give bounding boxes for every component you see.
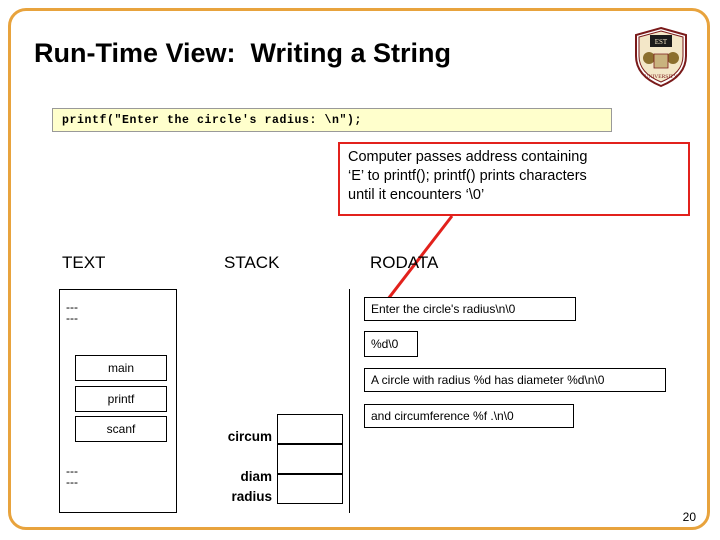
text-cell-main: main <box>75 355 167 381</box>
stack-segment-divider <box>349 289 350 513</box>
stack-label-diam: diam <box>240 469 272 484</box>
page-title: Run-Time View: Writing a String <box>34 38 452 68</box>
text-cell-printf: printf <box>75 386 167 412</box>
stack-label-circum: circum <box>227 429 272 444</box>
university-crest-icon: EST UNIVERSITY <box>630 26 692 88</box>
callout-box: Computer passes address containing ‘E’ t… <box>338 142 690 216</box>
column-heading-stack: STACK <box>224 253 280 272</box>
stack-cell-radius <box>277 474 343 504</box>
svg-text:EST: EST <box>655 38 668 46</box>
callout-line-3: until it encounters ‘\0’ <box>348 187 485 203</box>
rodata-string-3: A circle with radius %d has diameter %d\… <box>364 368 666 392</box>
rodata-string-4: and circumference %f .\n\0 <box>364 404 574 428</box>
column-heading-rodata: RODATA <box>370 253 439 272</box>
stack-label-radius: radius <box>231 489 272 504</box>
page-number: 20 <box>682 510 696 524</box>
code-line-box: printf("Enter the circle's radius: \n"); <box>52 108 612 132</box>
rodata-string-1: Enter the circle's radius\n\0 <box>364 297 576 321</box>
callout-line-2: ‘E’ to printf(); printf() prints charact… <box>348 168 587 184</box>
slide-border <box>8 8 710 530</box>
svg-text:UNIVERSITY: UNIVERSITY <box>645 74 678 80</box>
stack-cell-circum <box>277 414 343 444</box>
callout-line-1: Computer passes address containing <box>348 149 588 165</box>
code-line-text: printf("Enter the circle's radius: \n"); <box>62 113 363 127</box>
column-heading-text: TEXT <box>62 253 106 272</box>
text-cell-scanf: scanf <box>75 416 167 442</box>
text-bottom-dashes: --- --- <box>66 464 78 489</box>
rodata-string-2: %d\0 <box>364 331 418 357</box>
stack-cell-diam <box>277 444 343 474</box>
text-top-dashes: --- --- <box>66 300 78 325</box>
